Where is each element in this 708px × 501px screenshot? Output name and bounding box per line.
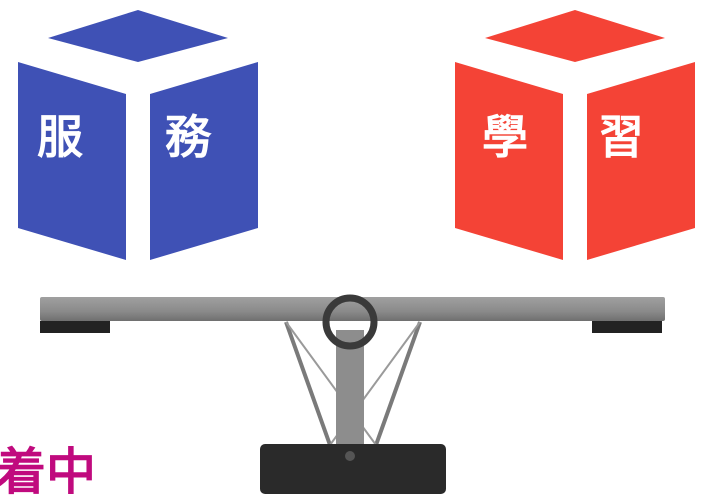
scale-beam bbox=[40, 297, 665, 321]
cropped-bottom-text: 着中 bbox=[0, 443, 96, 501]
service-cube-right-face bbox=[150, 62, 258, 260]
learning-right-label: 習 bbox=[598, 110, 644, 164]
learning-cube-shape bbox=[455, 10, 695, 260]
service-cube-shape bbox=[18, 10, 258, 260]
base-knob bbox=[345, 451, 355, 461]
service-cube-top bbox=[48, 10, 228, 62]
center-post bbox=[336, 330, 364, 448]
learning-cube-right-face bbox=[587, 62, 695, 260]
pivot-ring bbox=[322, 294, 378, 350]
right-pad bbox=[592, 321, 662, 333]
learning-cube-left-face bbox=[455, 62, 563, 260]
service-left-label: 服 bbox=[37, 110, 83, 164]
learning-left-label: 學 bbox=[482, 110, 528, 164]
learning-cube-top bbox=[485, 10, 665, 62]
left-pad bbox=[40, 321, 110, 333]
learning-cube: 學 習 bbox=[455, 10, 695, 260]
right-support-line bbox=[374, 321, 422, 446]
scale-base bbox=[260, 444, 446, 494]
left-support-line bbox=[284, 321, 332, 446]
service-cube: 服 務 bbox=[18, 10, 258, 260]
service-right-label: 務 bbox=[165, 110, 211, 164]
service-cube-left-face bbox=[18, 62, 126, 260]
